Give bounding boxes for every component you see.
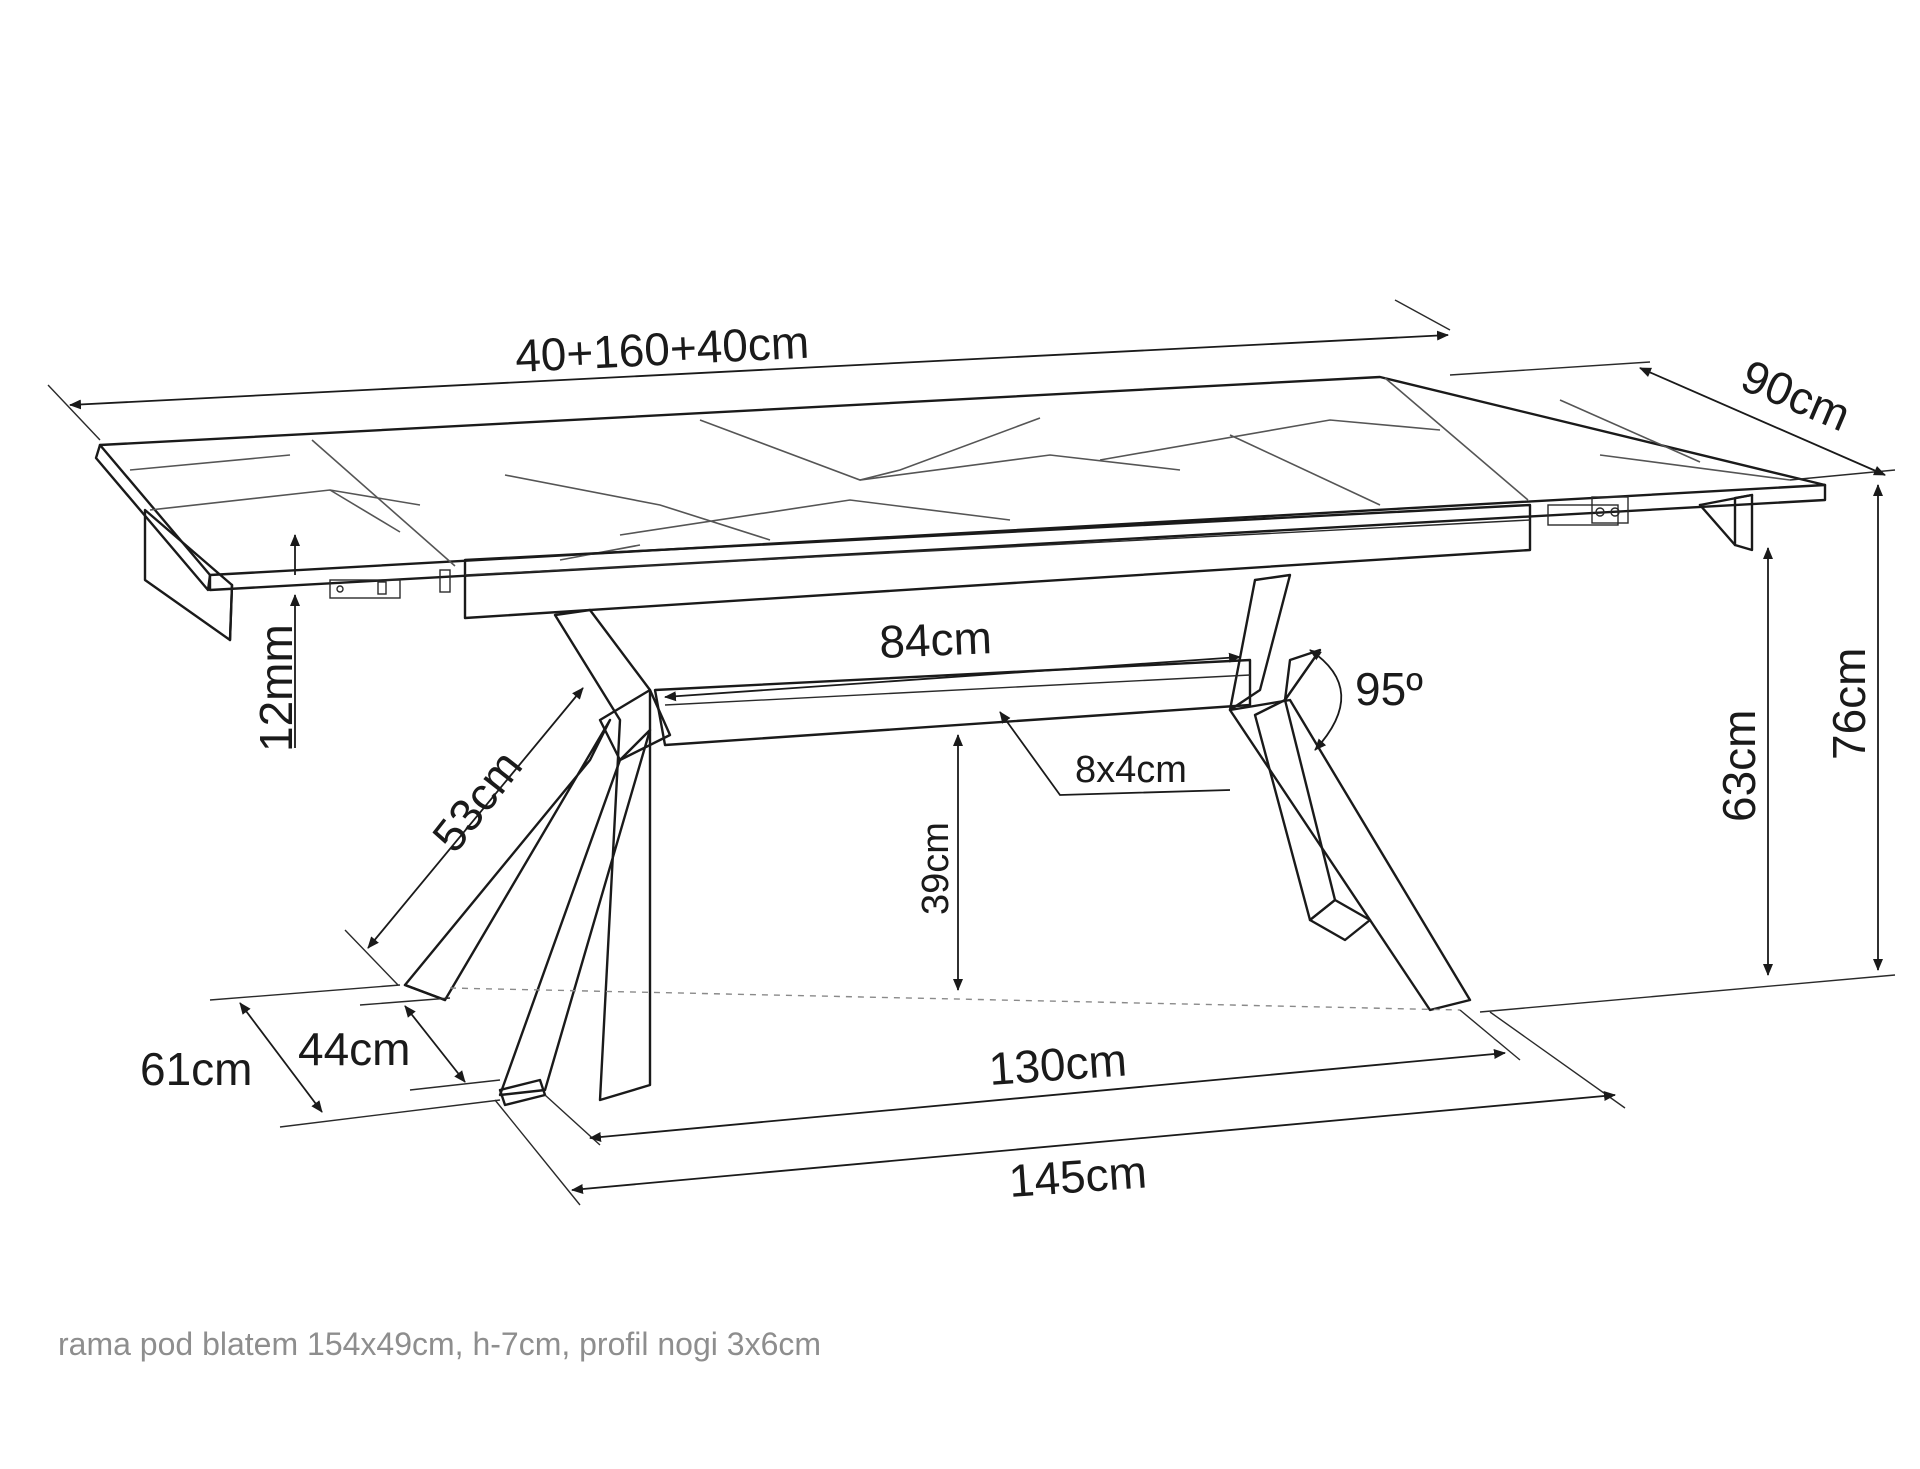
stretcher-length-label: 84cm [878, 611, 993, 668]
leg-length-label: 53cm [422, 741, 532, 862]
leg-spread-depth-label: 61cm [140, 1043, 252, 1095]
apron-frame [463, 496, 1629, 620]
leg-angle-label: 95º [1355, 663, 1423, 715]
top-thickness-label: 12mm [250, 624, 302, 752]
total-height-label: 76cm [1823, 648, 1875, 760]
clearance-height-label: 63cm [1713, 710, 1765, 822]
stretcher-height-label: 39cm [915, 822, 957, 915]
stretcher-beam [653, 658, 1252, 747]
legs [403, 573, 1472, 1107]
leg-outer-span-label: 145cm [1007, 1145, 1148, 1207]
caption-text: rama pod blatem 154x49cm, h-7cm, profil … [58, 1326, 822, 1362]
left-extension-support [143, 508, 451, 642]
leg-inner-depth-label: 44cm [298, 1023, 410, 1075]
table-top [94, 375, 1827, 592]
floor-line [449, 987, 1461, 1011]
total-length-label: 40+160+40cm [514, 316, 810, 382]
depth-label: 90cm [1734, 349, 1858, 441]
right-extension-support [1698, 493, 1754, 552]
leg-inner-span-label: 130cm [987, 1033, 1128, 1095]
dimension-lines [47, 299, 1896, 1206]
stretcher-profile-label: 8x4cm [1075, 749, 1187, 791]
